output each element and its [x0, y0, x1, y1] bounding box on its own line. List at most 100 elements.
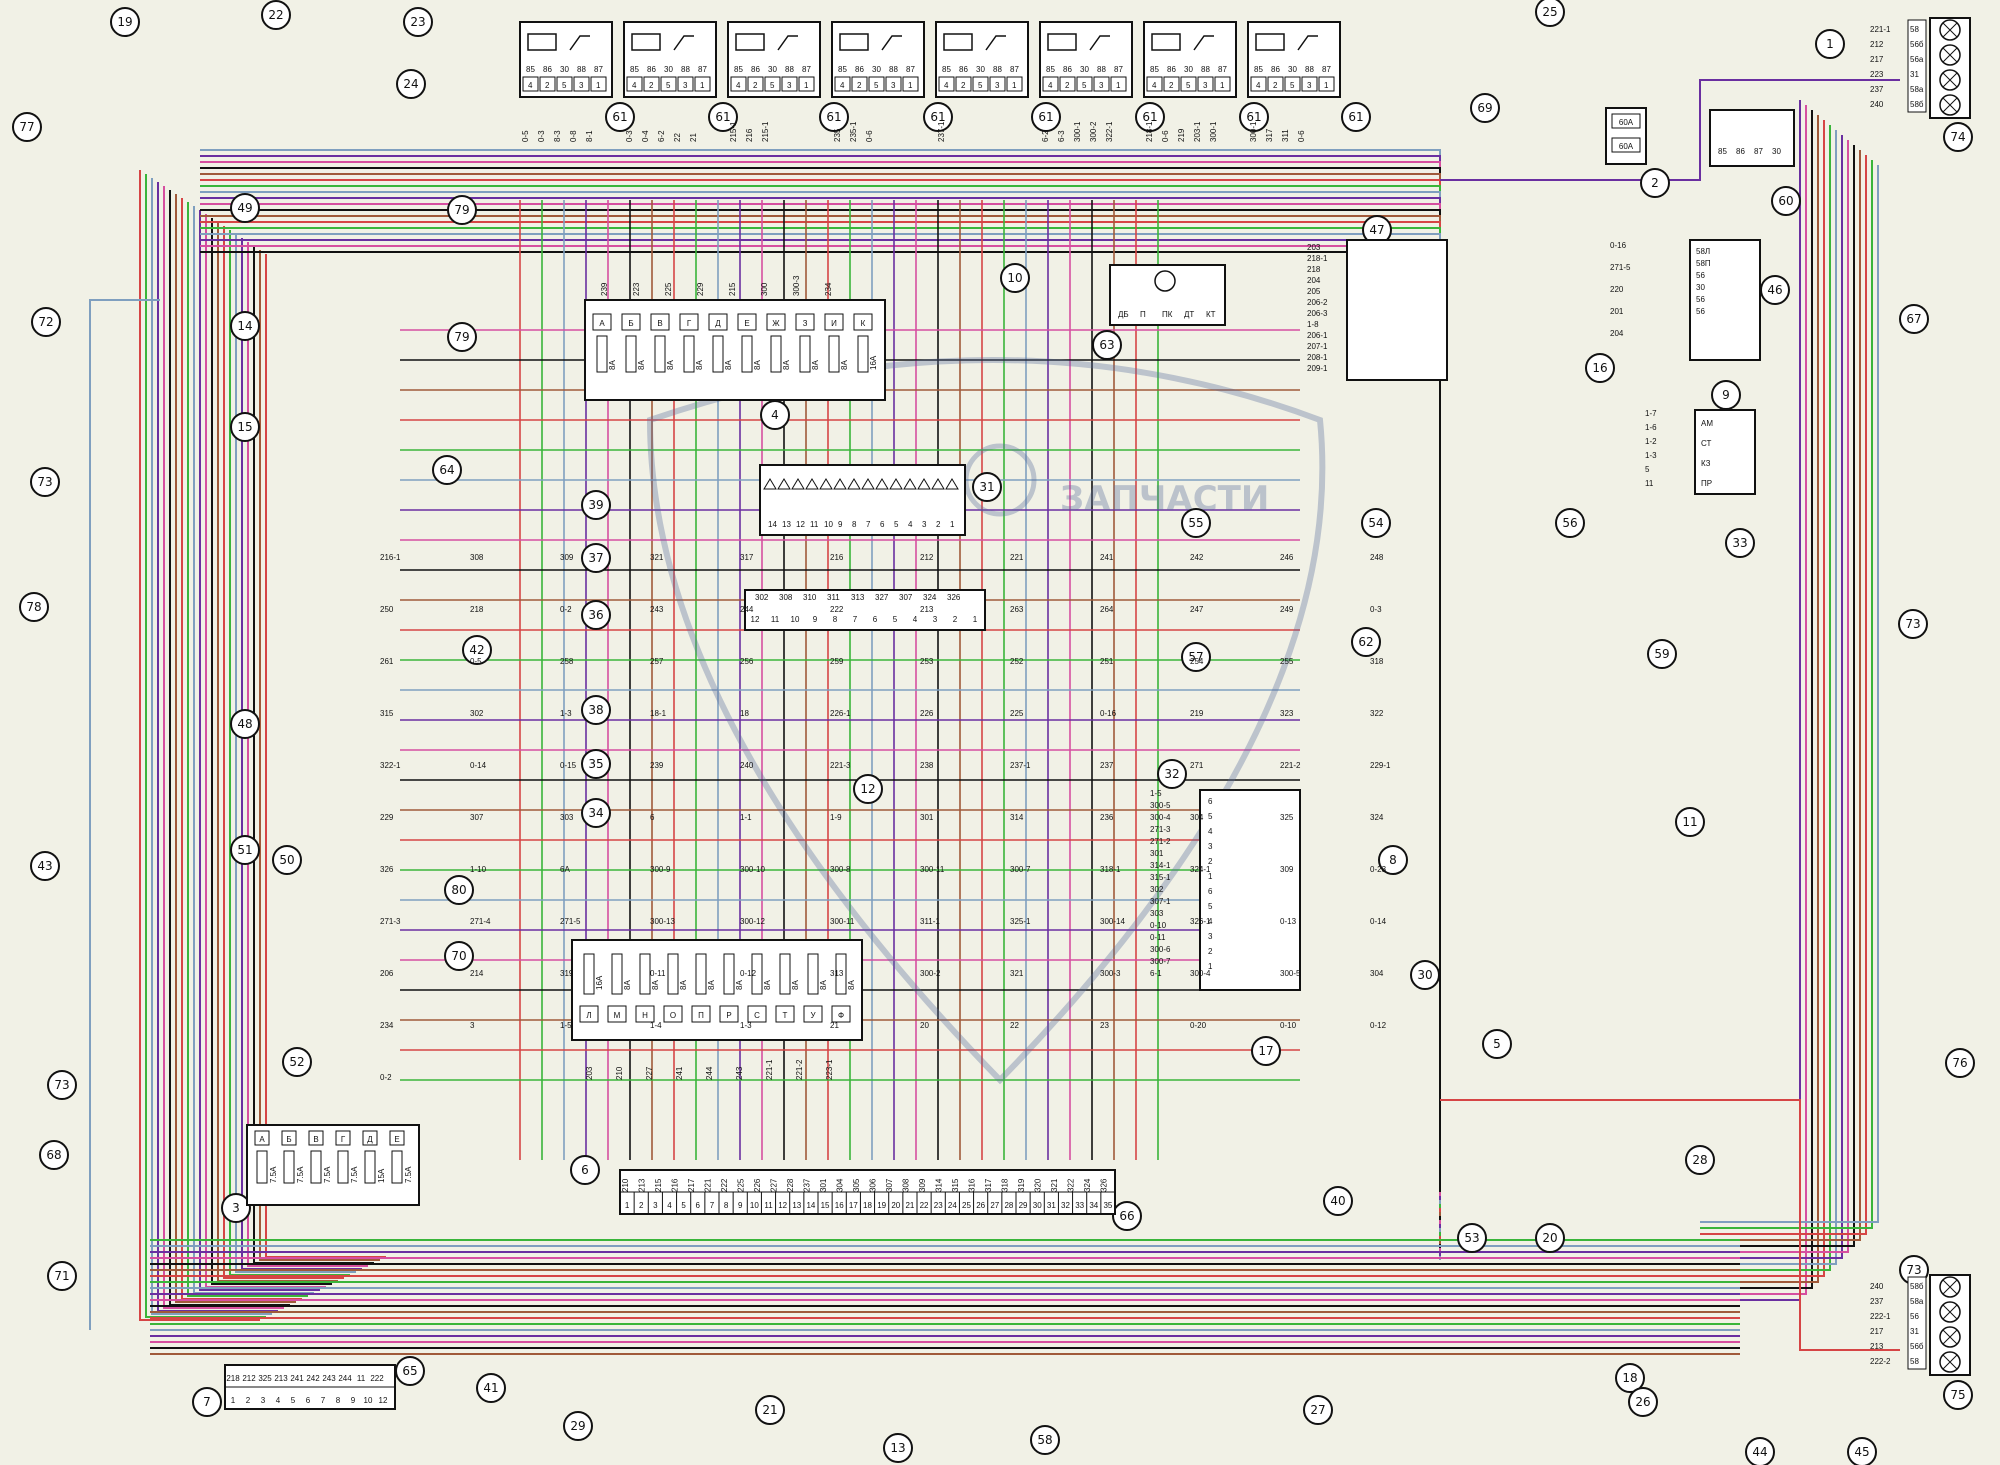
connector-pin-number: 29	[1019, 1201, 1028, 1210]
switch-terminal: 58Л	[1696, 247, 1710, 256]
wire-label: 1-9	[830, 813, 842, 822]
connector-pin-number: 30	[1033, 1201, 1042, 1210]
component-7: 7	[192, 1387, 222, 1417]
wire-label: 271-3	[380, 917, 401, 926]
fuse-letter: А	[599, 319, 605, 328]
wire	[139, 170, 260, 1321]
wire-label: 319	[560, 969, 574, 978]
connector-pin-number: 22	[920, 1201, 929, 1210]
relay-pin-number: 4	[908, 520, 913, 529]
connector-pin-number: 28	[1004, 1201, 1013, 1210]
relay-pin-number: 1	[908, 81, 913, 90]
relay-pin-number: 4	[1152, 81, 1157, 90]
fuse-letter-box	[650, 313, 670, 331]
fuse	[654, 335, 666, 373]
relay-pin-box	[539, 76, 556, 92]
component-number-53: 53	[1464, 1231, 1479, 1245]
relay-pin-box	[522, 76, 539, 92]
relay-pin-box	[781, 76, 798, 92]
fuse	[337, 1150, 349, 1184]
wire-label: 0-3	[625, 130, 634, 142]
component-51: 51	[230, 835, 260, 865]
switch-terminal: 30	[1696, 283, 1705, 292]
fuse-letter-box	[766, 313, 786, 331]
wire-label: 219	[1190, 709, 1204, 718]
component-number-38: 38	[588, 703, 603, 717]
lamp-cross	[1942, 1329, 1958, 1345]
component-number-circle	[1628, 1387, 1658, 1417]
connector-pin-number: 9	[813, 615, 818, 624]
component-number-circle	[19, 592, 49, 622]
wire-label: 218-1	[1145, 121, 1154, 142]
component-number-52: 52	[289, 1055, 304, 1069]
component-number-73: 73	[1906, 1263, 1921, 1277]
connector-pin-number: 2	[639, 1201, 644, 1210]
component-number-61: 61	[1348, 110, 1363, 124]
wire-label: 307	[470, 813, 484, 822]
connector-pin-wire: 307	[885, 1178, 894, 1192]
connector-pin-wire: 327	[875, 593, 889, 602]
wire-label: 237	[1870, 1297, 1884, 1306]
connector-pin-number: 15	[821, 1201, 830, 1210]
component-number-circle	[755, 1395, 785, 1425]
fuse	[391, 1150, 403, 1184]
wire-label: 234	[824, 282, 833, 296]
connector-pin-wire: 222	[370, 1374, 384, 1383]
component-61: 61	[1031, 102, 1061, 132]
wire-label: 229	[696, 282, 705, 296]
wire-label: 261	[380, 657, 394, 666]
wire-label: 300-3	[1100, 969, 1121, 978]
relay-pin-box	[955, 76, 972, 92]
connector-pin-number: 6	[696, 1201, 701, 1210]
component-number-circle	[1157, 759, 1187, 789]
component-14: 14	[230, 311, 260, 341]
wire-label: 326-1	[1190, 917, 1211, 926]
relay-pin-number: 4	[1048, 81, 1053, 90]
wire-label: 21	[689, 133, 698, 142]
wire-label: 238	[920, 761, 934, 770]
relay-pin-box	[1214, 76, 1231, 92]
wire-label: 229-1	[1370, 761, 1391, 770]
transistor-symbol	[1154, 270, 1176, 292]
diode	[917, 478, 931, 490]
fuse	[1611, 137, 1641, 153]
component-number-circle	[1112, 1201, 1142, 1231]
wire	[163, 186, 284, 1309]
wire-label: 240	[1870, 1282, 1884, 1291]
wire-label: 0-12	[1370, 1021, 1387, 1030]
wire-label: 326	[380, 865, 394, 874]
wire-label: 0-20	[1190, 1021, 1207, 1030]
relay-pin-box	[1318, 76, 1335, 92]
wire	[1700, 145, 1855, 1247]
wire-label: 314-1	[1150, 861, 1171, 870]
component-number-62: 62	[1358, 635, 1373, 649]
connector-pin-wire: 212	[242, 1374, 256, 1383]
component-number-circle	[12, 112, 42, 142]
component-number-72: 72	[38, 315, 53, 329]
fuse	[741, 335, 753, 373]
wire-label: 6A	[560, 865, 570, 874]
wire-label: 1-5	[560, 1021, 572, 1030]
lamp-cross	[1942, 72, 1958, 88]
connector-pin-wire: 313	[851, 593, 865, 602]
component-number-61: 61	[1246, 110, 1261, 124]
wire	[259, 250, 380, 1261]
wire-label: 203	[585, 1066, 594, 1080]
component-number-circle	[432, 455, 462, 485]
wire-label: 300-3	[792, 275, 801, 296]
connector-pin-number: 19	[877, 1201, 886, 1210]
relay-pin-box	[1042, 76, 1059, 92]
headlamp-connector	[1907, 1276, 1927, 1370]
component-number-15: 15	[237, 420, 252, 434]
component-73: 73	[47, 1070, 77, 1100]
fuse-rating: 16A	[595, 975, 604, 990]
wire-label: 218	[1307, 265, 1321, 274]
wire-label: 302	[1150, 885, 1164, 894]
connector-pin-number: 2	[953, 615, 958, 624]
component-number-78: 78	[26, 600, 41, 614]
fuse-rating: 8A	[763, 980, 772, 990]
wire-label: 218-1	[1307, 254, 1328, 263]
relay-pin-box	[1110, 76, 1127, 92]
connector-pin-number: 11	[764, 1201, 773, 1210]
